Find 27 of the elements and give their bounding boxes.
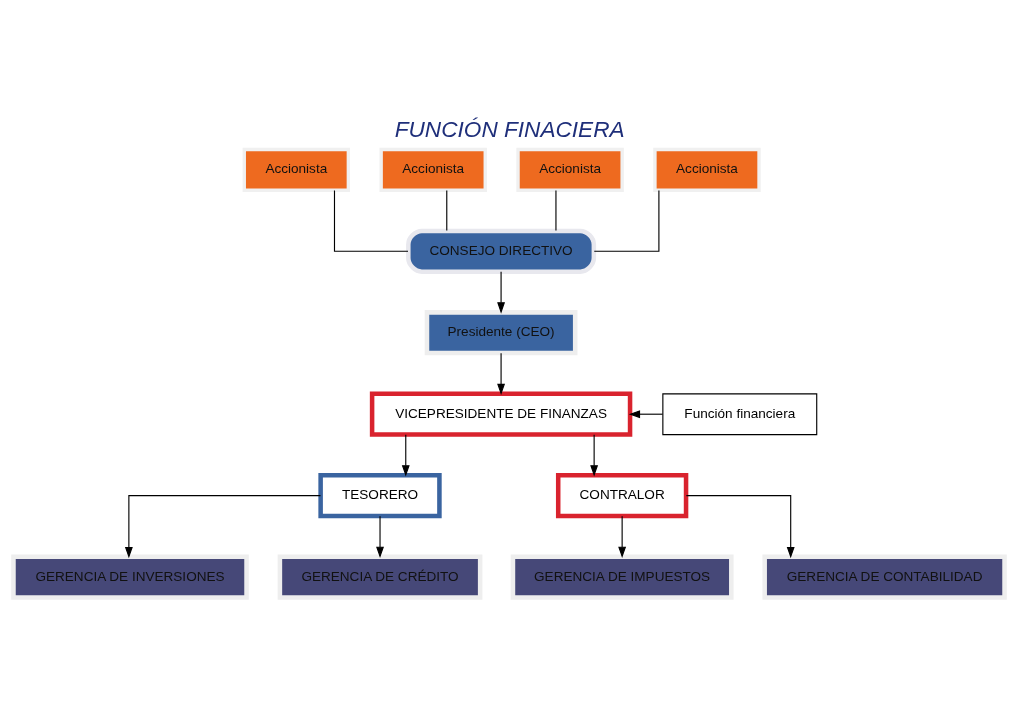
node-box: CONTRALOR xyxy=(555,473,689,519)
node-box: Accionista xyxy=(242,147,351,192)
node-box: Accionista xyxy=(379,147,487,192)
arrow xyxy=(590,434,599,477)
connector xyxy=(446,189,448,232)
node-box: VICEPRESIDENTE DE FINANZAS xyxy=(369,391,633,437)
node-box: TESORERO xyxy=(318,473,442,519)
node-box: Accionista xyxy=(653,147,761,192)
arrow xyxy=(497,271,506,314)
arrow xyxy=(401,434,410,477)
node-box: Presidente (CEO) xyxy=(424,310,578,356)
arrow xyxy=(497,352,506,396)
node-box: CONSEJO DIRECTIVO xyxy=(406,228,597,274)
diagram-title: FUNCIÓN FINACIERA xyxy=(394,117,625,143)
arrow xyxy=(685,495,795,559)
node-box: GERENCIA DE INVERSIONES xyxy=(11,554,249,600)
node-box: GERENCIA DE IMPUESTOS xyxy=(510,554,734,600)
arrow xyxy=(124,495,322,559)
arrow xyxy=(376,515,384,558)
connector xyxy=(593,189,660,252)
node-box: Función financiera xyxy=(662,393,818,436)
node-box: GERENCIA DE CRÉDITO xyxy=(277,554,483,600)
connector xyxy=(333,189,409,252)
node-box: Accionista xyxy=(516,147,624,192)
arrow xyxy=(628,410,664,419)
arrow xyxy=(618,515,627,558)
node-box: GERENCIA DE CONTABILIDAD xyxy=(762,554,1007,600)
